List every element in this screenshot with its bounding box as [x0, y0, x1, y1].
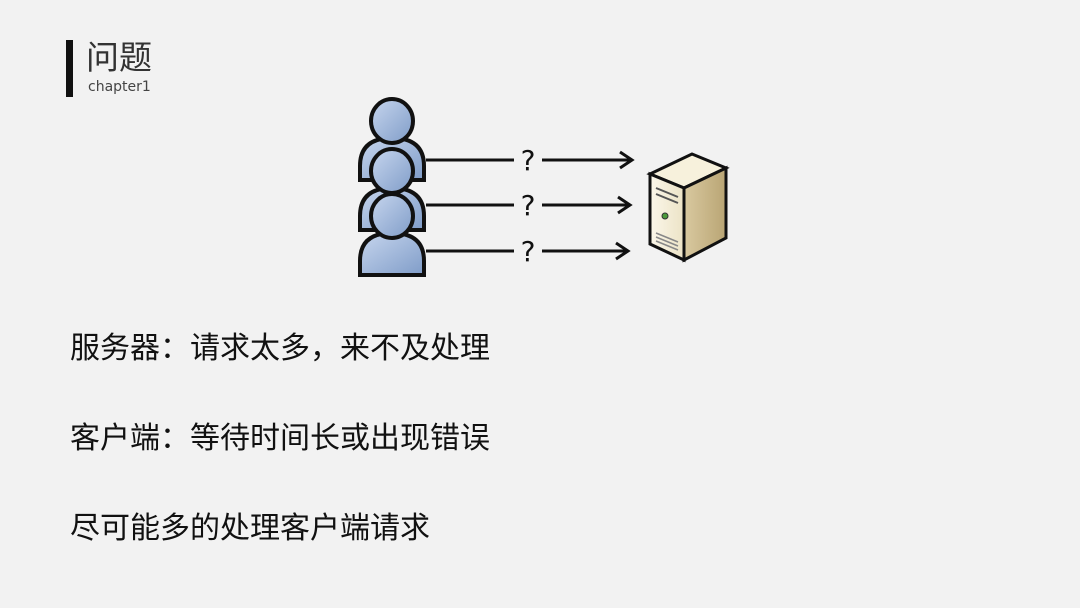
server-problem-text: 服务器：请求太多，来不及处理	[70, 331, 490, 366]
question-mark-3: ?	[521, 235, 536, 268]
diagram-svg: ? ? ?	[358, 97, 730, 277]
client-problem-text: 客户端：等待时间长或出现错误	[70, 421, 490, 456]
arrowhead-3	[615, 241, 631, 261]
person-icon-front	[358, 192, 426, 277]
client-server-diagram: ? ? ?	[340, 88, 760, 288]
users-icon	[358, 97, 426, 277]
arrowhead-1	[619, 150, 635, 170]
slide-title: 问题	[86, 38, 152, 77]
question-mark-2: ?	[521, 189, 536, 222]
slide-subtitle: chapter1	[88, 79, 151, 95]
server-tower-icon	[646, 152, 730, 263]
request-arrows	[426, 150, 635, 261]
title-accent-bar	[66, 40, 73, 97]
goal-text: 尽可能多的处理客户端请求	[70, 511, 430, 546]
arrowhead-2	[617, 195, 633, 215]
question-mark-1: ?	[521, 144, 536, 177]
